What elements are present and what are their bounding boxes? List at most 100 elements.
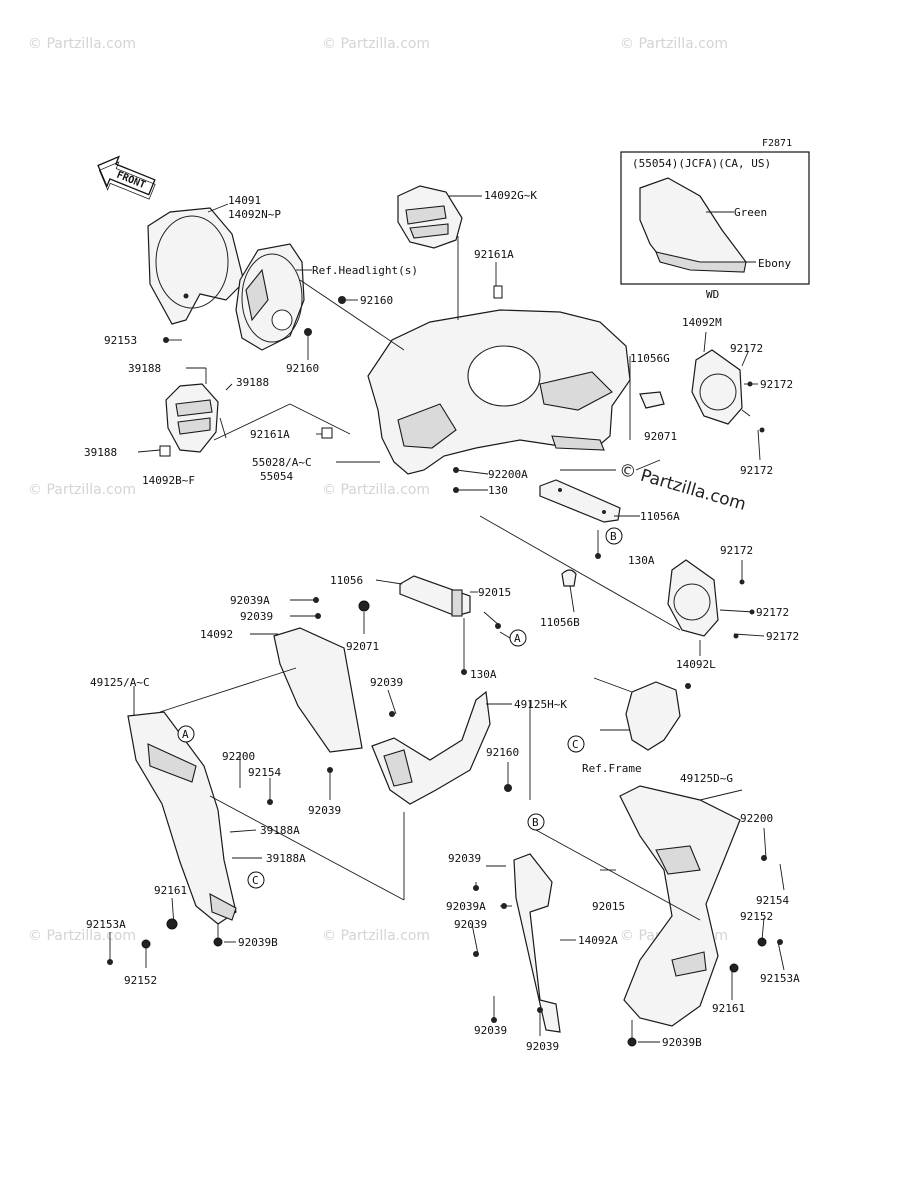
part-label: 130A — [628, 554, 655, 567]
part-label: 11056B — [540, 616, 580, 629]
part-label: 92172 — [760, 378, 793, 391]
watermark: © Partzilla.com — [28, 928, 136, 944]
part-label: 92172 — [766, 630, 799, 643]
part-label: 92071 — [346, 640, 379, 653]
part-label: 49125D~G — [680, 772, 733, 785]
part-label: 92172 — [720, 544, 753, 557]
part-label: 92160 — [360, 294, 393, 307]
variant-box: (55054)(JCFA)(CA, US) Green Ebony WD — [620, 151, 810, 301]
bracket-11056a-part — [539, 479, 621, 523]
part-label: 92071 — [644, 430, 677, 443]
lower-cowl-center-part — [371, 690, 491, 805]
part-label: 55028/A~C — [252, 456, 312, 469]
part-label: 92154 — [248, 766, 281, 779]
part-label: 11056A — [640, 510, 680, 523]
clip-11056g-part — [639, 391, 665, 409]
part-label: 11056G — [630, 352, 670, 365]
part-label: 92039A — [446, 900, 486, 913]
callout-b: B — [610, 530, 617, 543]
part-label: 92161 — [712, 1002, 745, 1015]
part-label: 92154 — [756, 894, 789, 907]
part-label: 39188 — [236, 376, 269, 389]
callout-a: A — [182, 728, 189, 741]
part-label: 92200 — [222, 750, 255, 763]
part-label: 55054 — [260, 470, 293, 483]
part-label: 130A — [470, 668, 497, 681]
part-label: 14092L — [676, 658, 716, 671]
part-label: 92200A — [488, 468, 528, 481]
callout-c: C — [572, 738, 579, 751]
part-label: 92039 — [308, 804, 341, 817]
fastener-symbols — [107, 285, 783, 1047]
part-label: 92039 — [448, 852, 481, 865]
part-label: 92153A — [760, 972, 800, 985]
lower-cowl-right-part — [619, 785, 741, 1027]
watermark: © Partzilla.com — [322, 36, 430, 52]
clip-11056b-part — [561, 569, 577, 587]
lower-cowl-left-part — [127, 711, 237, 925]
watermark-large: © Partzilla.com — [617, 460, 749, 515]
watermark: © Partzilla.com — [28, 482, 136, 498]
part-label: 39188 — [128, 362, 161, 375]
part-label: 92153 — [104, 334, 137, 347]
inner-cover-14092l-part — [667, 559, 719, 637]
inner-panel-14092-part — [273, 627, 363, 753]
part-label: 92152 — [124, 974, 157, 987]
part-label: 39188A — [260, 824, 300, 837]
inner-cover-14092m-part — [691, 349, 743, 425]
part-label: 49125/A~C — [90, 676, 150, 689]
part-label: 92039 — [454, 918, 487, 931]
frame-bracket-part — [600, 681, 691, 751]
part-label: 92160 — [286, 362, 319, 375]
part-label: 14092N~P — [228, 208, 281, 221]
part-label: 92172 — [730, 342, 763, 355]
part-label: 92161 — [154, 884, 187, 897]
part-label: 49125H~K — [514, 698, 567, 711]
watermark: © Partzilla.com — [322, 928, 430, 944]
callout-c: C — [252, 874, 259, 887]
part-label: 14091 — [228, 194, 261, 207]
part-label: 92160 — [486, 746, 519, 759]
part-label: 14092G~K — [484, 189, 537, 202]
part-label: 92039 — [240, 610, 273, 623]
part-label: 92039 — [526, 1040, 559, 1053]
part-label: 92015 — [478, 586, 511, 599]
part-label: 14092M — [682, 316, 722, 329]
watermark: © Partzilla.com — [28, 36, 136, 52]
panel-trim-ebony — [655, 251, 747, 273]
part-label: 92039 — [370, 676, 403, 689]
part-label: 130 — [488, 484, 508, 497]
part-label: 92039B — [662, 1036, 702, 1049]
part-labels: 14091 14092N~P 14092G~K Ref.Headlight(s)… — [84, 189, 800, 1053]
part-label: 92172 — [740, 464, 773, 477]
part-label: Ref.Headlight(s) — [312, 264, 418, 277]
part-label: 39188 — [84, 446, 117, 459]
watermark: © Partzilla.com — [620, 36, 728, 52]
air-duct-side-part — [165, 383, 219, 453]
variant-box-title: (55054)(JCFA)(CA, US) — [632, 157, 771, 170]
part-label: Ref.Frame — [582, 762, 642, 775]
part-label: 92153A — [86, 918, 126, 931]
part-label: 14092B~F — [142, 474, 195, 487]
variant-caption: WD — [706, 288, 719, 301]
inner-panel-14092a-part — [513, 853, 561, 1033]
diagram-code: F2871 — [762, 138, 792, 149]
callout-markers: A A B B C C — [177, 527, 623, 889]
upper-fairing-part — [367, 309, 631, 475]
part-label: 92015 — [592, 900, 625, 913]
air-duct-upper-part — [397, 185, 463, 249]
part-label: 92039B — [238, 936, 278, 949]
callout-b: B — [532, 816, 539, 829]
headlight-assembly-part — [235, 243, 305, 351]
part-label: 92161A — [474, 248, 514, 261]
part-label: 92039 — [474, 1024, 507, 1037]
color-label-ebony: Ebony — [758, 257, 791, 270]
part-label: 92152 — [740, 910, 773, 923]
watermark: © Partzilla.com — [322, 482, 430, 498]
part-label: 39188A — [266, 852, 306, 865]
front-direction-arrow: FRONT — [97, 155, 156, 200]
part-label: 14092 — [200, 628, 233, 641]
color-label-green: Green — [734, 206, 767, 219]
